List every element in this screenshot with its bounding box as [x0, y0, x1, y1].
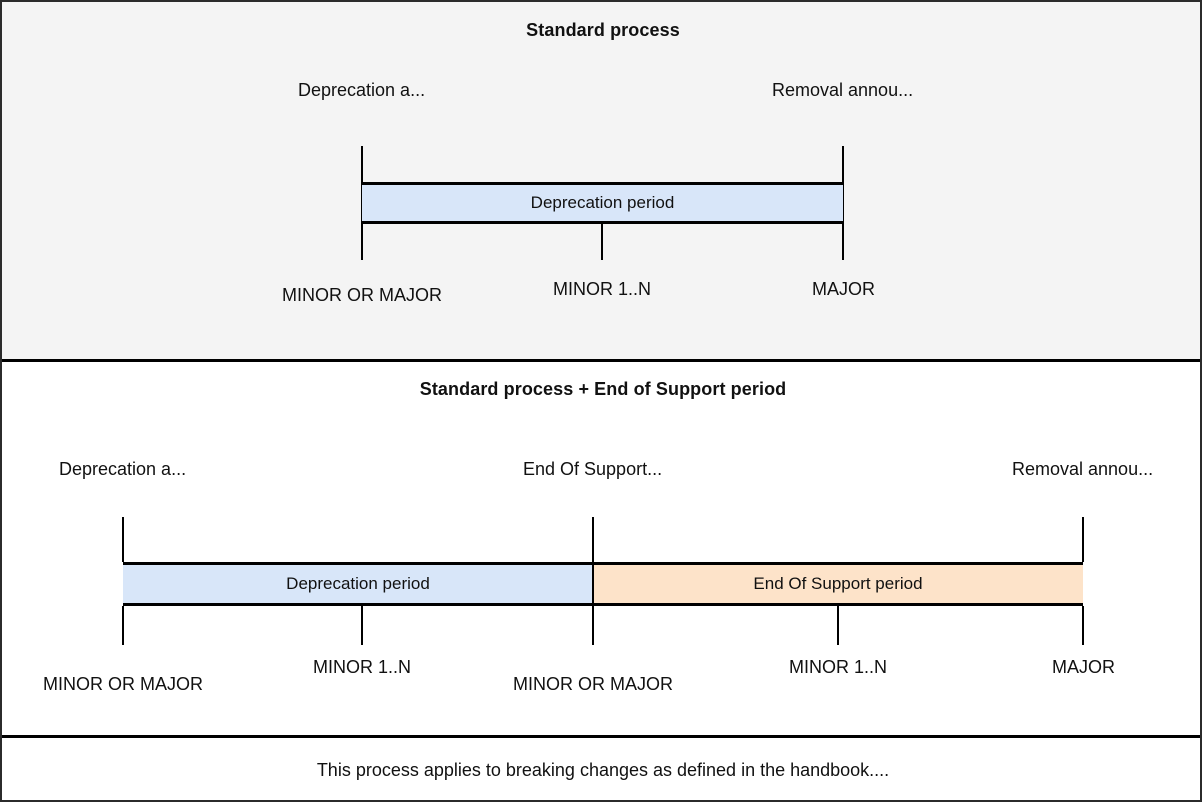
segment-label: End Of Support period: [753, 574, 923, 593]
milestone-tick-line-middle: [601, 224, 603, 260]
segment-label: Deprecation period: [530, 193, 675, 212]
segment-end-of-support-period: End Of Support period: [593, 562, 1083, 606]
tick-label-minor-or-major: MINOR OR MAJOR: [282, 285, 442, 305]
segment-label: Deprecation period: [286, 574, 430, 593]
milestone-tick-line-right: [1082, 517, 1084, 562]
tick-label-minor-1-n-1: MINOR 1..N: [313, 657, 412, 677]
panel-footer: This process applies to breaking changes…: [2, 738, 1200, 800]
segment-deprecation-period: Deprecation period: [123, 562, 593, 606]
panel-eos-title: Standard process + End of Support period: [419, 379, 787, 399]
milestone-label-removal-announced: Removal annou...: [1012, 459, 1154, 479]
milestone-label-removal-announced: Removal annou...: [772, 80, 914, 100]
tick-label-minor-or-major-1: MINOR OR MAJOR: [43, 674, 203, 694]
tick-line-1: [122, 606, 124, 645]
tick-line-2: [361, 606, 363, 645]
tick-line-5: [1082, 606, 1084, 645]
milestone-tick-line-middle: [592, 517, 594, 562]
panel-standard-title: Standard process: [526, 20, 680, 40]
segment-deprecation-period: Deprecation period: [362, 182, 843, 224]
panel-standard-plus-eos: Standard process + End of Support period…: [2, 362, 1200, 738]
tick-line-3: [592, 606, 594, 645]
segment-divider-line: [592, 562, 594, 606]
milestone-tick-line-left: [122, 517, 124, 562]
footer-note: This process applies to breaking changes…: [316, 760, 890, 780]
milestone-label-end-of-support: End Of Support...: [523, 459, 663, 479]
tick-label-minor-or-major-2: MINOR OR MAJOR: [513, 674, 673, 694]
tick-line-4: [837, 606, 839, 645]
tick-label-major: MAJOR: [812, 279, 875, 299]
milestone-label-deprecation-announced: Deprecation a...: [59, 459, 187, 479]
tick-label-minor-1-n-2: MINOR 1..N: [789, 657, 888, 677]
milestone-label-deprecation-announced: Deprecation a...: [298, 80, 426, 100]
panel-standard-process: Standard process Deprecation a... Remova…: [2, 2, 1200, 362]
milestone-tick-line-right: [842, 146, 844, 260]
tick-label-major: MAJOR: [1052, 657, 1115, 677]
tick-label-minor-1-n: MINOR 1..N: [553, 279, 652, 299]
